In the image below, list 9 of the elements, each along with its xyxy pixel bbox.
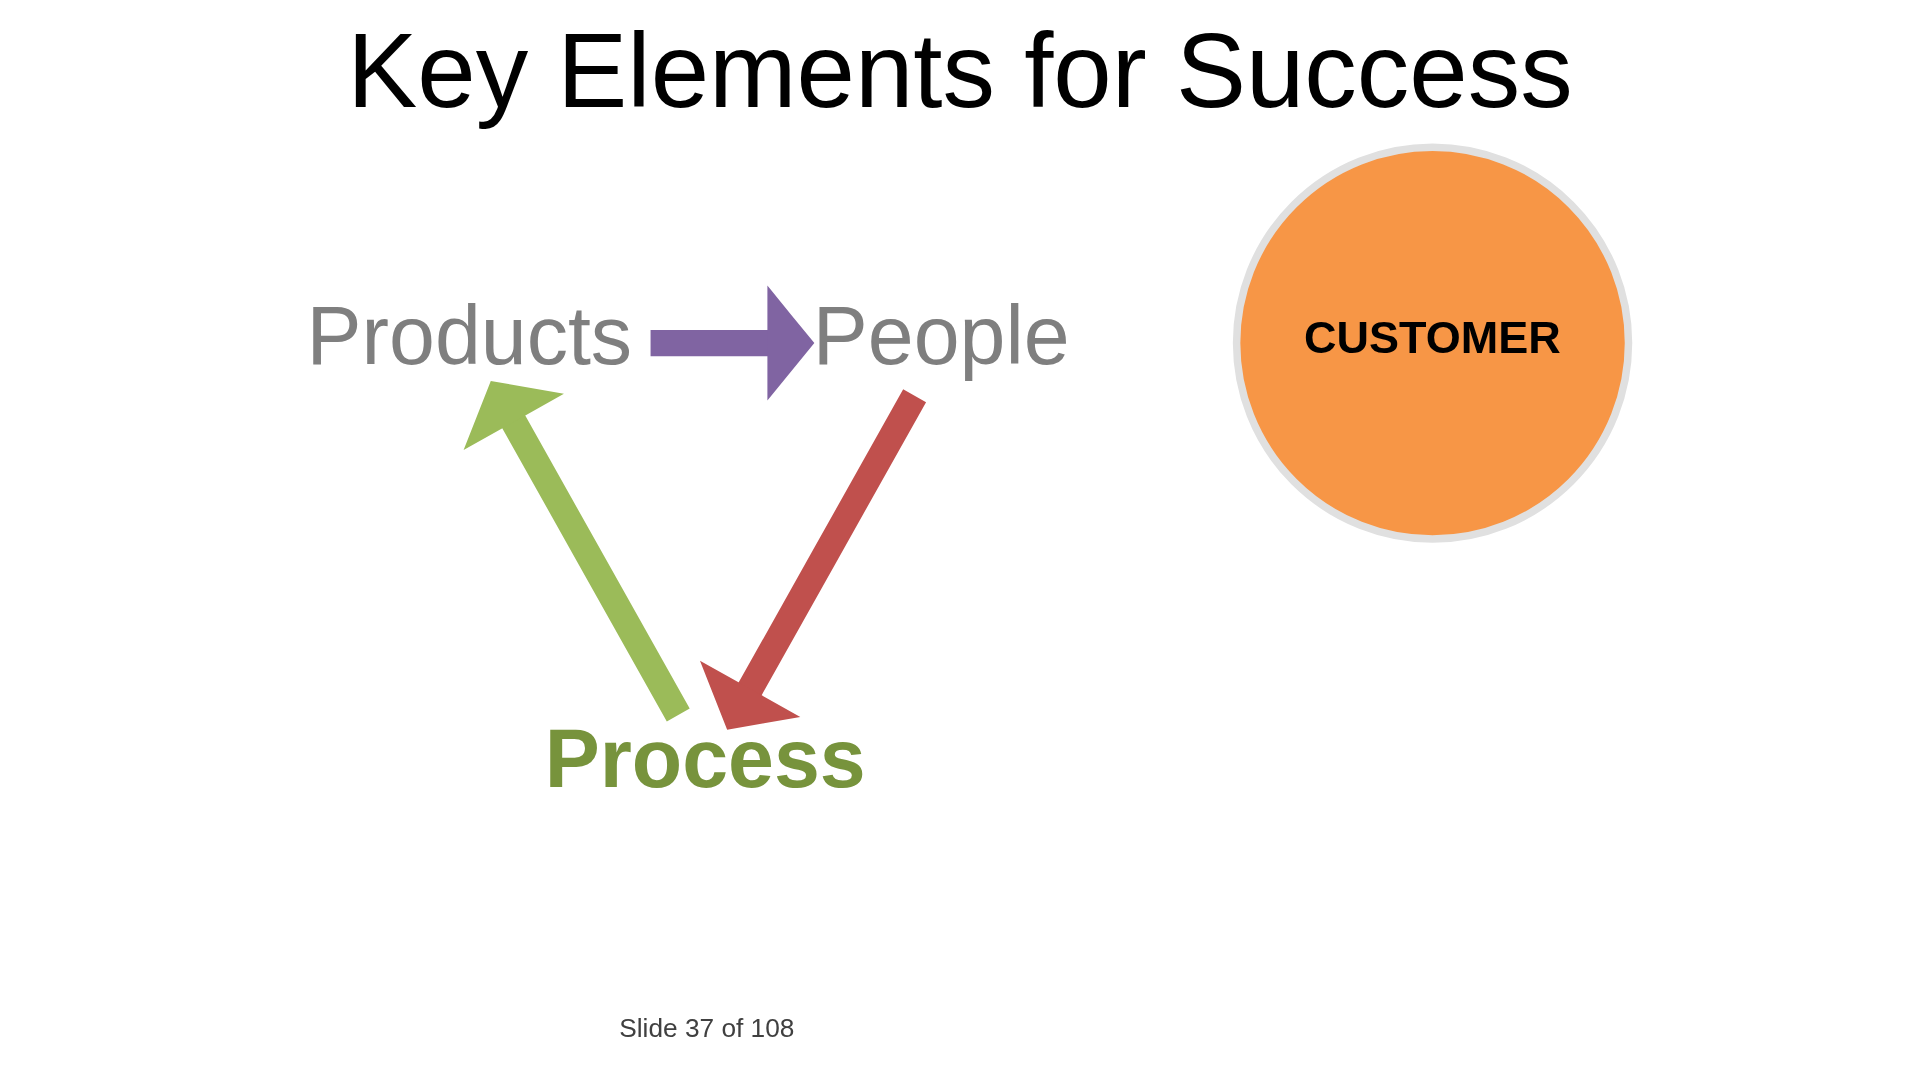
arrow — [463, 381, 690, 722]
node-text: Products — [306, 289, 633, 382]
node-text: Process — [544, 711, 866, 804]
arrow — [699, 389, 927, 730]
arrow — [650, 285, 815, 401]
diagram-title: Key Elements for Success — [347, 12, 1573, 130]
node-circle: CUSTOMER — [1232, 143, 1633, 543]
node-text: People — [812, 289, 1070, 382]
label: Slide 37 of 108 — [619, 1013, 795, 1044]
